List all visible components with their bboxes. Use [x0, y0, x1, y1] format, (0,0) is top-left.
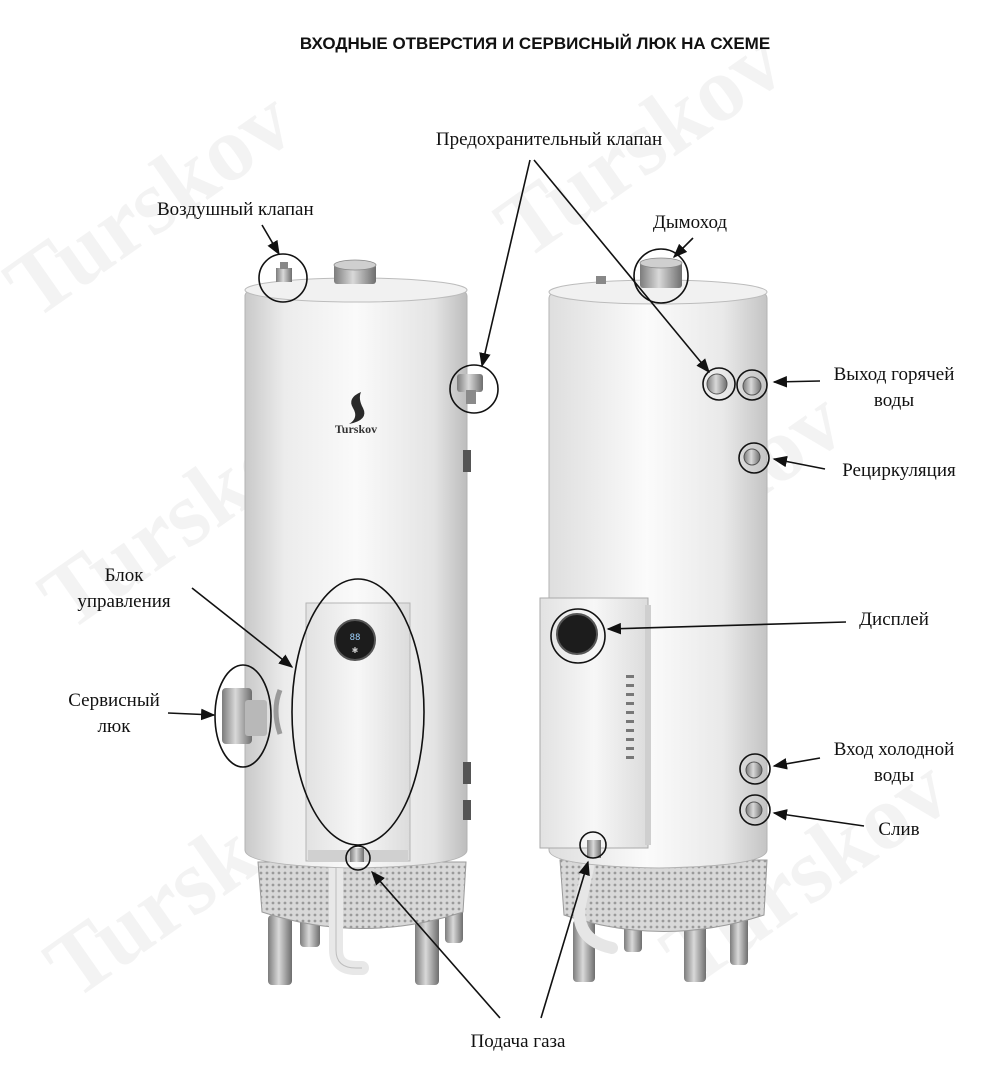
label-display: Дисплей — [859, 609, 929, 630]
labels: Предохранительный клапан Воздушный клапа… — [68, 129, 956, 1052]
chimney-top — [333, 259, 377, 271]
label-service-hatch-line1: Сервисный — [68, 690, 160, 711]
safety-valve — [706, 373, 728, 395]
ring-control-box — [291, 578, 425, 846]
control-box-side — [645, 605, 651, 845]
highlight-rings — [214, 248, 771, 871]
leg — [684, 920, 706, 982]
recirculation-port — [743, 448, 761, 466]
gas-pipe — [573, 852, 618, 954]
chimney-top — [639, 257, 683, 269]
heater-front-view: Turskov 88 ✱ — [222, 259, 483, 985]
callout-safety-valve-front — [479, 159, 531, 368]
label-air-valve: Воздушный клапан — [157, 199, 314, 220]
label-control-box-line1: Блок — [105, 565, 145, 586]
label-cold-water-inlet-line2: воды — [874, 765, 914, 786]
page-title: ВХОДНЫЕ ОТВЕРСТИЯ И СЕРВИСНЫЙ ЛЮК НА СХЕ… — [300, 34, 770, 53]
drain-port — [745, 801, 763, 819]
service-hatch-neck — [245, 700, 267, 736]
logo-icon — [349, 392, 365, 424]
side-fitting — [463, 450, 471, 472]
ring-chimney — [633, 248, 689, 304]
label-recirculation: Рециркуляция — [842, 460, 956, 481]
ring-drain — [739, 794, 771, 826]
air-valve — [276, 268, 292, 282]
callout-cold-water-inlet — [772, 757, 821, 770]
gas-pipe-outline — [335, 860, 362, 969]
vent-slots — [626, 675, 634, 759]
leg — [268, 915, 292, 985]
label-hot-water-outlet-line1: Выход горячей — [834, 364, 955, 385]
watermark-layer: Turskov Turskov Turskov Turskov Turskov … — [0, 9, 967, 1018]
display-panel — [556, 613, 598, 655]
label-chimney: Дымоход — [653, 212, 728, 233]
side-fitting — [463, 762, 471, 784]
burner-mesh — [257, 861, 467, 929]
callout-hot-water-outlet — [772, 375, 821, 388]
side-fitting — [463, 800, 471, 820]
callout-gas-front — [371, 870, 501, 1019]
callout-air-valve — [261, 224, 280, 256]
service-hatch — [222, 688, 252, 744]
label-hot-water-outlet-line2: воды — [874, 390, 914, 411]
hot-water-outlet — [742, 376, 762, 396]
ring-display — [550, 608, 606, 664]
control-cable — [273, 689, 283, 735]
label-cold-water-inlet-line1: Вход холодной — [834, 739, 955, 760]
callout-drain — [772, 809, 865, 827]
ring-gas-inlet-rear — [579, 831, 607, 859]
ring-recirculation — [738, 442, 770, 474]
callout-lines — [167, 159, 865, 1019]
callout-gas-rear — [540, 860, 590, 1019]
brand-logo: Turskov — [335, 392, 377, 436]
label-drain: Слив — [878, 819, 919, 840]
display-digits-icon: 88 — [350, 633, 361, 643]
chimney — [640, 262, 682, 288]
label-safety-valve: Предохранительный клапан — [436, 129, 662, 150]
safety-valve — [457, 374, 483, 392]
air-valve-cap — [280, 262, 288, 269]
callout-recirculation — [772, 455, 826, 470]
label-gas-supply: Подача газа — [471, 1031, 566, 1052]
ring-safety-valve-rear — [702, 367, 736, 401]
callout-service-hatch — [167, 708, 216, 721]
label-control-box-line2: управления — [77, 591, 171, 612]
gas-inlet — [587, 840, 601, 858]
brand-name: Turskov — [335, 422, 377, 436]
air-valve — [596, 276, 606, 284]
ring-safety-valve-front — [449, 364, 499, 414]
gas-inlet — [350, 848, 364, 862]
cold-water-inlet — [745, 761, 763, 779]
label-service-hatch-line2: люк — [98, 716, 132, 737]
heater-rear-view — [539, 257, 768, 982]
ring-cold-water-inlet — [739, 753, 771, 785]
callout-chimney — [672, 237, 694, 259]
display-panel — [334, 619, 376, 661]
leg — [415, 915, 439, 985]
ring-air-valve — [258, 253, 308, 303]
callout-safety-valve-rear — [533, 159, 710, 374]
ring-hot-water-outlet — [736, 369, 768, 401]
safety-valve-stem — [466, 390, 476, 404]
callout-control-box — [191, 587, 294, 668]
callout-display — [606, 621, 847, 635]
display-snowflake-icon: ✱ — [352, 646, 359, 655]
ring-gas-inlet-front — [345, 845, 371, 871]
